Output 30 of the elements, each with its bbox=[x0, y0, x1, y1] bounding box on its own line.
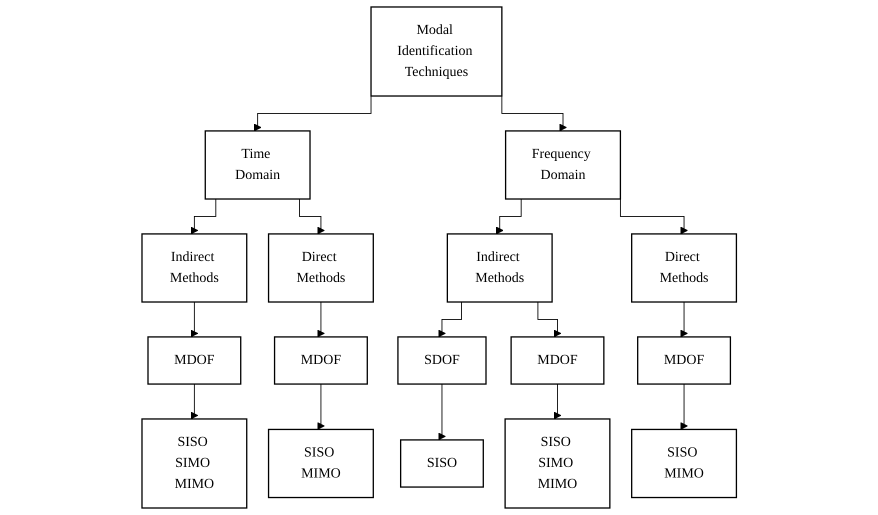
node-box: SISO SIMO MIMO bbox=[504, 418, 610, 509]
node-box: MDOF bbox=[510, 336, 604, 385]
node-box: SISO MIMO bbox=[268, 428, 374, 498]
arrow bbox=[316, 384, 325, 430]
arrow bbox=[680, 302, 688, 338]
node-box: SISO SIMO MIMO bbox=[141, 418, 248, 509]
node-box: SISO MIMO bbox=[630, 428, 737, 498]
node-box: SDOF bbox=[397, 336, 486, 385]
arrow bbox=[438, 302, 462, 338]
arrow bbox=[537, 302, 562, 338]
arrow bbox=[553, 384, 562, 420]
arrow bbox=[190, 302, 198, 338]
node-box: Indirect Methods bbox=[446, 233, 553, 303]
node-box: MDOF bbox=[636, 336, 731, 385]
node-box: Indirect Methods bbox=[141, 233, 248, 303]
node-box: Direct Methods bbox=[630, 233, 737, 303]
node-box: SISO bbox=[400, 439, 484, 488]
node-box: Direct Methods bbox=[268, 233, 374, 303]
arrow bbox=[298, 198, 325, 234]
node-box: Modal Identification Techniques bbox=[370, 6, 502, 97]
node-box: MDOF bbox=[147, 336, 242, 385]
arrow bbox=[438, 384, 446, 440]
arrow bbox=[316, 302, 325, 338]
node-box: MDOF bbox=[274, 336, 368, 385]
node-box: Frequency Domain bbox=[504, 130, 621, 200]
arrow bbox=[190, 198, 216, 234]
node-box: Time Domain bbox=[204, 130, 310, 200]
arrow bbox=[496, 198, 522, 234]
arrow bbox=[680, 384, 688, 430]
arrow bbox=[190, 384, 198, 420]
